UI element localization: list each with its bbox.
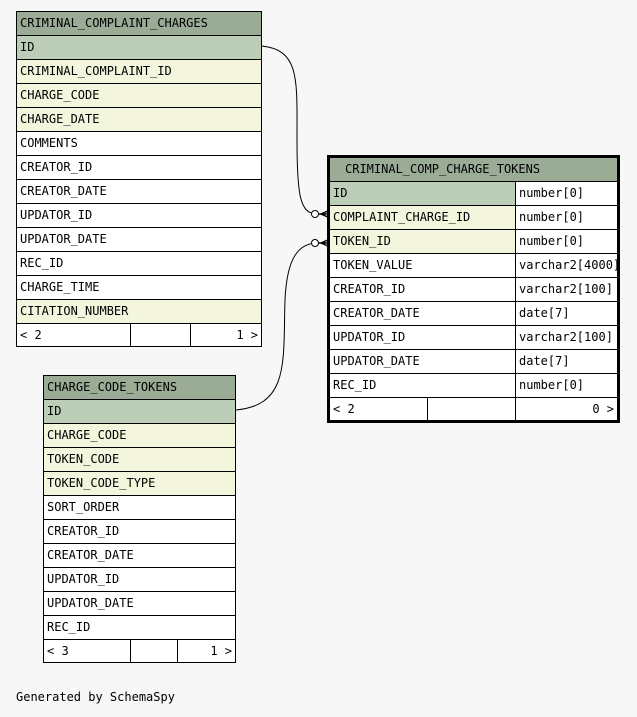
column-row[interactable]: COMMENTS xyxy=(17,132,261,156)
column-type: date[7] xyxy=(515,350,617,373)
column-row[interactable]: SORT_ORDER xyxy=(44,496,235,520)
column-name: CHARGE_CODE xyxy=(44,424,235,447)
column-type: varchar2[100] xyxy=(515,278,617,301)
column-type: number[0] xyxy=(515,206,617,229)
column-type: number[0] xyxy=(515,230,617,253)
column-name: CHARGE_DATE xyxy=(17,108,261,131)
column-name: CREATOR_ID xyxy=(17,156,261,179)
column-name: CRIMINAL_COMPLAINT_ID xyxy=(17,60,261,83)
column-row[interactable]: CITATION_NUMBER xyxy=(17,300,261,324)
column-name: REC_ID xyxy=(17,252,261,275)
column-row[interactable]: CREATOR_DATE xyxy=(17,180,261,204)
column-row[interactable]: CREATOR_ID xyxy=(17,156,261,180)
footer-spacer xyxy=(130,640,177,662)
column-row[interactable]: UPDATOR_ID xyxy=(17,204,261,228)
generated-by-credit: Generated by SchemaSpy xyxy=(16,690,175,704)
children-count[interactable]: 1 > xyxy=(177,640,235,662)
column-name: UPDATOR_ID xyxy=(44,568,235,591)
column-name: UPDATOR_DATE xyxy=(330,350,515,373)
table-title[interactable]: CRIMINAL_COMP_CHARGE_TOKENS xyxy=(330,158,617,182)
parents-count[interactable]: < 3 xyxy=(47,644,69,658)
table-title[interactable]: CRIMINAL_COMPLAINT_CHARGES xyxy=(17,12,261,36)
table-footer: < 2 0 > xyxy=(330,398,617,420)
children-count[interactable]: 1 > xyxy=(190,324,261,346)
column-row[interactable]: TOKEN_CODE xyxy=(44,448,235,472)
column-row[interactable]: CHARGE_CODE xyxy=(17,84,261,108)
parents-count[interactable]: < 2 xyxy=(20,328,42,342)
column-type: number[0] xyxy=(515,182,617,205)
column-row[interactable]: ID xyxy=(44,400,235,424)
column-name: ID xyxy=(17,36,261,59)
table-footer: < 2 1 > xyxy=(17,324,261,346)
column-name: CREATOR_DATE xyxy=(330,302,515,325)
column-row[interactable]: TOKEN_CODE_TYPE xyxy=(44,472,235,496)
column-row[interactable]: CRIMINAL_COMPLAINT_ID xyxy=(17,60,261,84)
column-name: ID xyxy=(330,182,515,205)
column-name: ID xyxy=(44,400,235,423)
column-type: varchar2[100] xyxy=(515,326,617,349)
column-name: REC_ID xyxy=(330,374,515,397)
fk-end-marker-token xyxy=(311,239,319,247)
column-name: TOKEN_CODE xyxy=(44,448,235,471)
table-footer: < 3 1 > xyxy=(44,640,235,662)
children-count[interactable]: 0 > xyxy=(515,398,617,420)
column-row[interactable]: REC_ID xyxy=(44,616,235,640)
column-name: TOKEN_CODE_TYPE xyxy=(44,472,235,495)
column-name: REC_ID xyxy=(44,616,235,639)
column-type: number[0] xyxy=(515,374,617,397)
column-name: CITATION_NUMBER xyxy=(17,300,261,323)
column-name: CHARGE_TIME xyxy=(17,276,261,299)
column-name: CREATOR_ID xyxy=(330,278,515,301)
column-name: SORT_ORDER xyxy=(44,496,235,519)
column-name: COMPLAINT_CHARGE_ID xyxy=(330,206,515,229)
column-name: UPDATOR_DATE xyxy=(17,228,261,251)
column-type: varchar2[4000] xyxy=(515,254,617,277)
column-row[interactable]: ID xyxy=(17,36,261,60)
table-title[interactable]: CHARGE_CODE_TOKENS xyxy=(44,376,235,400)
column-name: CREATOR_DATE xyxy=(17,180,261,203)
column-name: CREATOR_DATE xyxy=(44,544,235,567)
column-row[interactable]: UPDATOR_DATE xyxy=(17,228,261,252)
column-name: UPDATOR_ID xyxy=(17,204,261,227)
relationship-complaint-charge-id xyxy=(261,45,317,215)
column-name: TOKEN_ID xyxy=(330,230,515,253)
column-name: UPDATOR_ID xyxy=(330,326,515,349)
column-name: COMMENTS xyxy=(17,132,261,155)
column-row[interactable]: CHARGE_TIME xyxy=(17,276,261,300)
column-name: CHARGE_CODE xyxy=(17,84,261,107)
footer-spacer xyxy=(130,324,190,346)
column-name: CREATOR_ID xyxy=(44,520,235,543)
column-name: UPDATOR_DATE xyxy=(44,592,235,615)
footer-spacer xyxy=(427,398,515,420)
column-row[interactable]: CHARGE_DATE xyxy=(17,108,261,132)
relationship-token-id xyxy=(235,242,317,411)
column-row[interactable]: REC_ID xyxy=(17,252,261,276)
column-type: date[7] xyxy=(515,302,617,325)
column-row[interactable]: CHARGE_CODE xyxy=(44,424,235,448)
column-row[interactable]: UPDATOR_ID xyxy=(44,568,235,592)
column-row[interactable]: CREATOR_ID xyxy=(44,520,235,544)
column-row[interactable]: CREATOR_DATE xyxy=(44,544,235,568)
parents-count[interactable]: < 2 xyxy=(333,402,355,416)
column-row[interactable]: UPDATOR_DATE xyxy=(44,592,235,616)
fk-end-marker-complaint-charge xyxy=(311,210,319,218)
column-name: TOKEN_VALUE xyxy=(330,254,515,277)
